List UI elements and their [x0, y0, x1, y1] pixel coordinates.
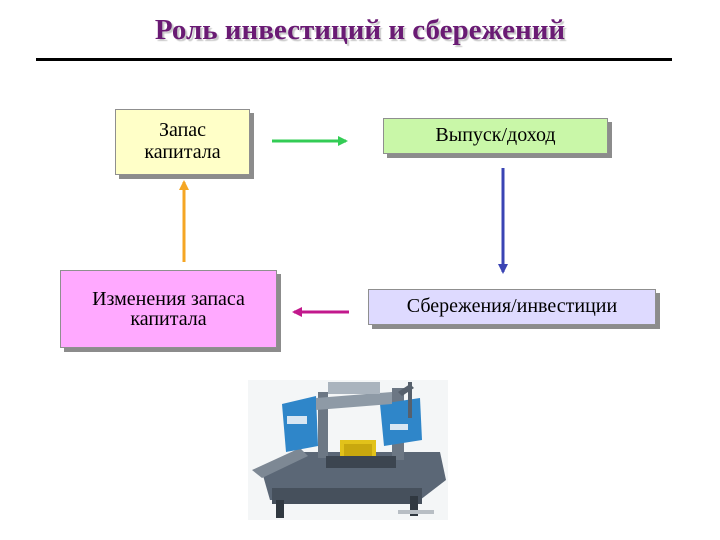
title-underline: [36, 58, 672, 61]
box-capital-change: Изменения запаса капитала: [60, 270, 277, 348]
box-savings-investment: Сбережения/инвестиции: [368, 289, 656, 325]
page-title: Роль инвестиций и сбережений: [154, 14, 566, 46]
box-output-income: Выпуск/доход: [383, 118, 608, 154]
box-capital-stock: Запас капитала: [115, 109, 250, 175]
